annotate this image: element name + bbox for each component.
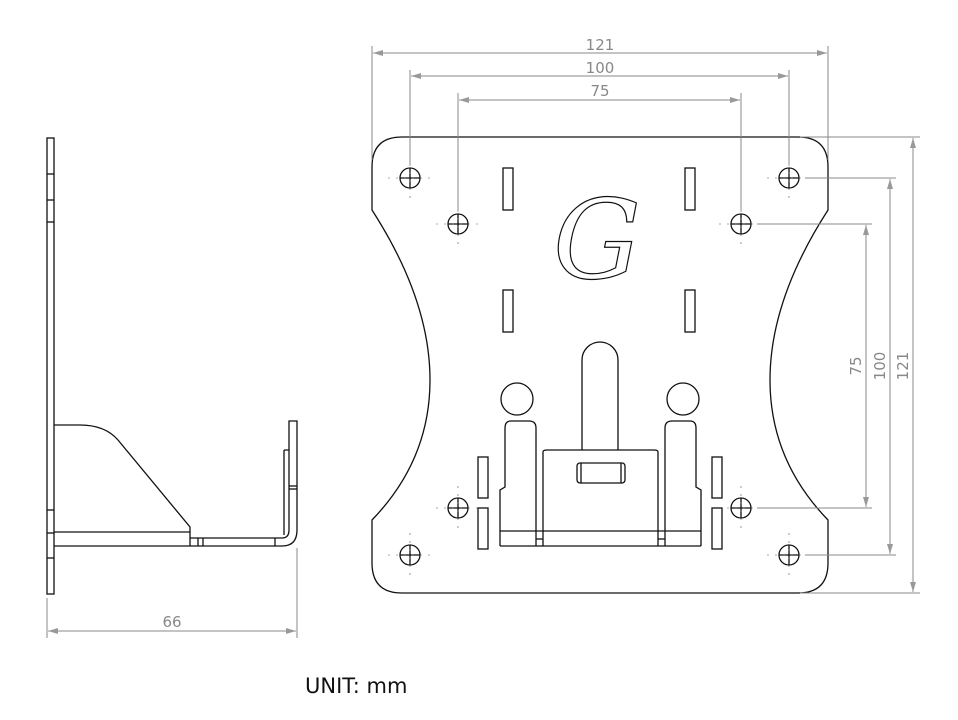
side-bottom-leg (54, 420, 298, 547)
plate-outline (371, 136, 829, 594)
mount-hole-icon (766, 532, 812, 578)
dimension-height-outer: 100 (871, 352, 889, 381)
lock-tab (499, 341, 702, 547)
slots (477, 167, 723, 550)
front-view: G 121 100 (371, 36, 920, 594)
side-gusset (54, 424, 191, 533)
mount-hole-icon (387, 532, 433, 578)
side-view: 66 (46, 137, 298, 638)
dimension-height-overall: 121 (894, 352, 912, 381)
dimension-width-overall: 121 (586, 36, 615, 54)
logo-g: G (553, 176, 641, 304)
unit-label: UNIT: mm (305, 674, 408, 698)
dimension-height-inner: 75 (847, 356, 865, 375)
dimension-hole-spacing-outer: 100 (586, 59, 615, 77)
dimension-hole-spacing-inner: 75 (590, 82, 609, 100)
right-dimensions: 75 100 121 (757, 136, 920, 594)
mount-hole-icon (435, 485, 481, 531)
side-vertical-plate (46, 137, 55, 595)
top-dimensions: 121 100 75 (371, 36, 829, 210)
dimension-depth-label: 66 (162, 613, 181, 631)
mount-hole-icon (718, 485, 764, 531)
